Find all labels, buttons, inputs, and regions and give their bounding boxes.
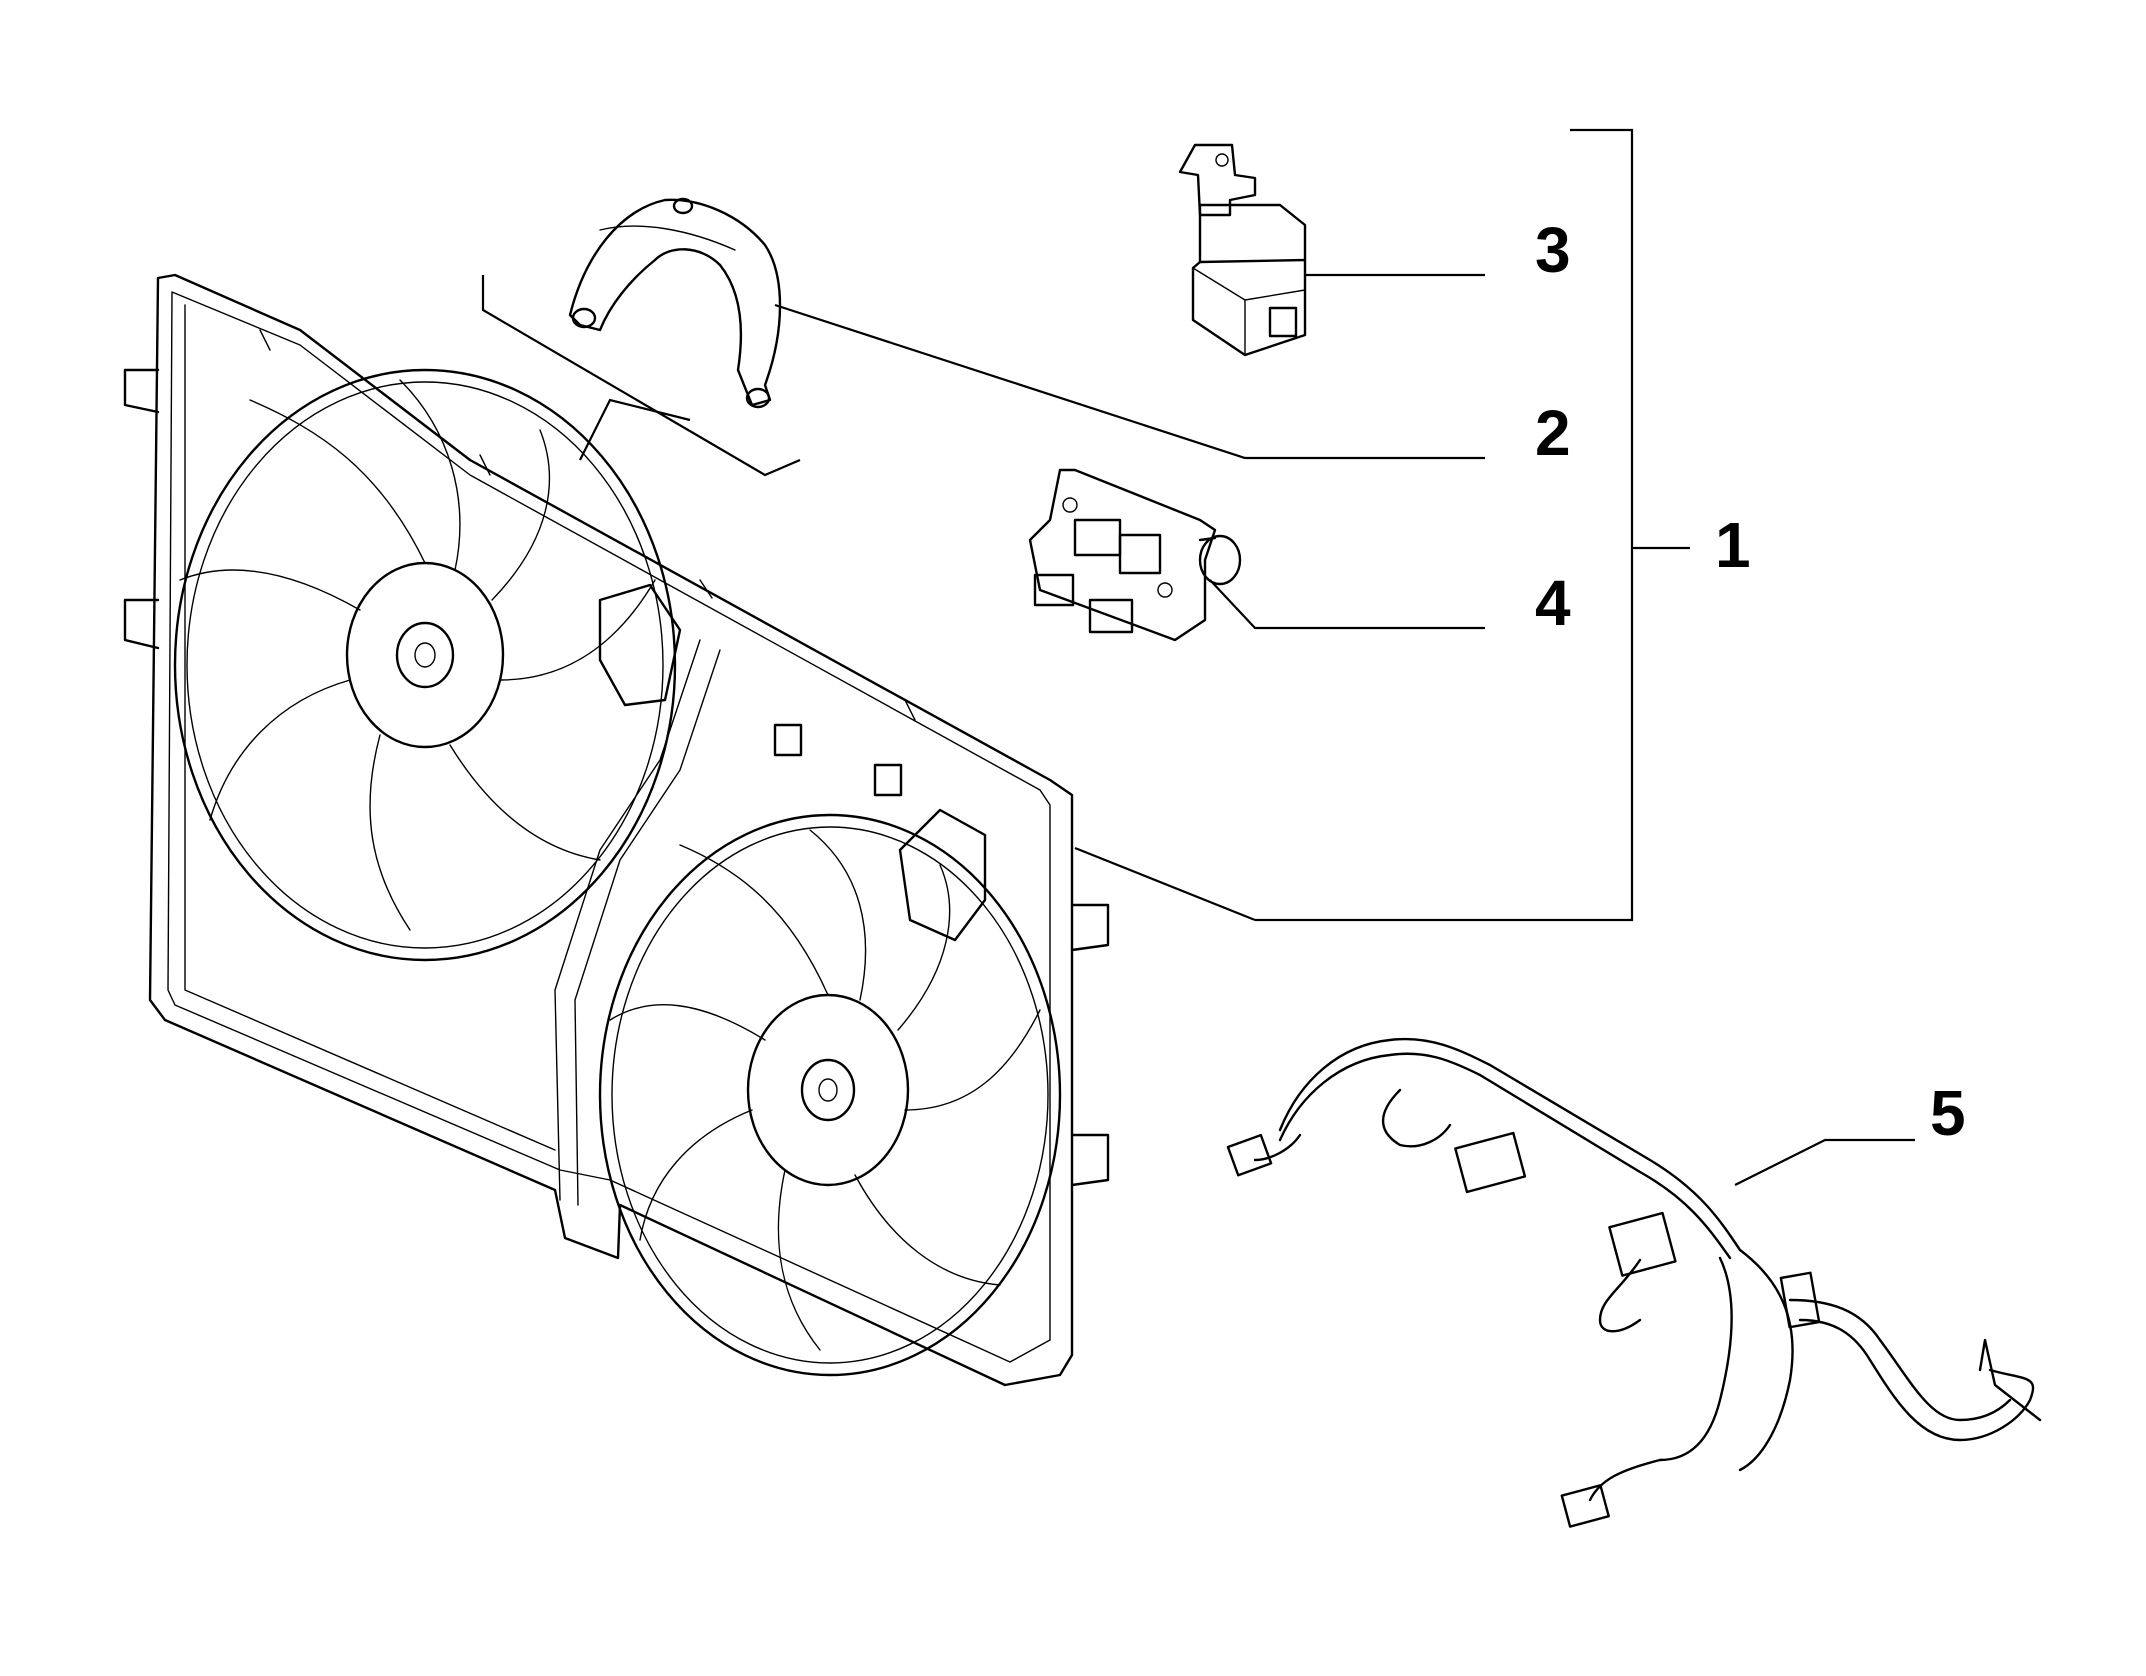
bracket-part-2	[568, 197, 782, 409]
fan-lower-right	[598, 813, 1062, 1377]
callout-5: 5	[1930, 1077, 1966, 1149]
callout-1: 1	[1715, 509, 1751, 581]
exploded-indicator	[481, 275, 801, 477]
relay-part-3	[1178, 143, 1307, 357]
fan-shroud-assembly	[123, 273, 1110, 1387]
callout-3: 3	[1535, 214, 1571, 286]
callout-2: 2	[1535, 397, 1571, 469]
leader-lines	[774, 128, 1915, 1186]
resistor-part-4	[1028, 468, 1242, 642]
callout-4: 4	[1535, 567, 1571, 639]
fan-upper-left	[173, 368, 677, 962]
wiring-harness-part-5	[1226, 1037, 2042, 1528]
